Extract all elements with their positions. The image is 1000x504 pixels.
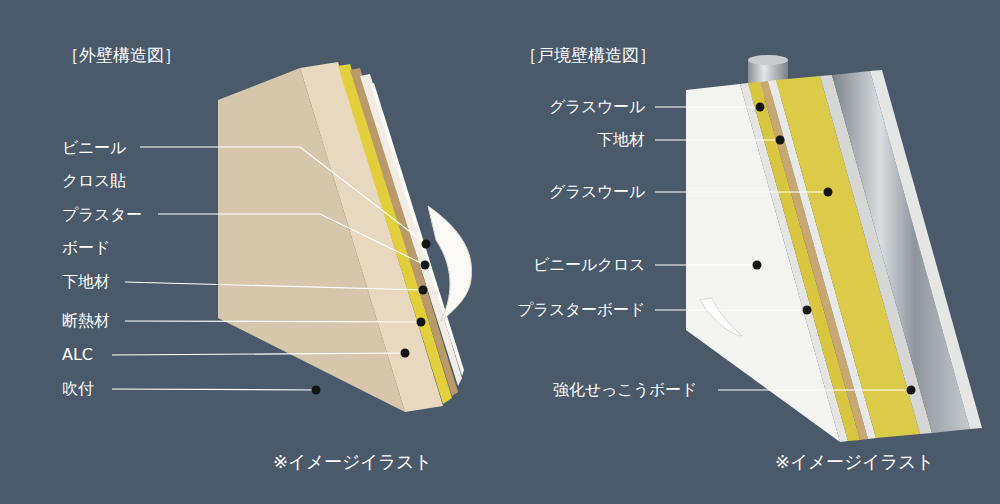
caption-note: ※イメージイラスト: [775, 451, 934, 473]
vinyl-curl: [428, 206, 472, 322]
leader-line: [655, 264, 757, 265]
part-label: ALC: [62, 344, 93, 366]
part-label: 下地材: [597, 129, 645, 151]
leader-dot: [417, 318, 426, 327]
part-label: グラスウール: [549, 96, 645, 118]
leader-dot: [421, 261, 430, 270]
leader-line: [125, 321, 421, 322]
heading: ［外壁構造図］: [62, 44, 181, 66]
cloth-peel: [700, 298, 742, 336]
leader-line: [718, 389, 911, 390]
part-label: ビニール クロス貼: [62, 131, 145, 197]
leader-dot: [756, 103, 765, 112]
leader-dot: [824, 188, 833, 197]
part-label: グラスウール: [549, 181, 645, 203]
part-label: 断熱材: [62, 310, 110, 332]
part-label: 強化せっこうボード: [553, 379, 697, 401]
leader-line: [655, 309, 807, 310]
leader-line: [112, 389, 316, 390]
part-label: プラスター ボード: [62, 198, 145, 264]
leader-dots: [312, 103, 916, 395]
outer-board: [870, 70, 982, 429]
duct-top: [748, 55, 788, 65]
leader-line: [655, 139, 780, 140]
leader-line: [655, 191, 828, 192]
leader-line: [125, 282, 423, 290]
part-label: プラスターボード: [517, 299, 645, 321]
leader-dot: [422, 240, 431, 249]
part-label: ビニールクロス: [533, 254, 645, 276]
party-wall: [686, 55, 982, 442]
heading: ［戸境壁構造図］: [520, 44, 656, 66]
part-label: 吹付: [62, 378, 94, 400]
leader-line: [140, 147, 426, 244]
leader-line: [158, 214, 425, 265]
leader-dot: [401, 349, 410, 358]
part-label: 下地材: [62, 271, 110, 293]
leader-dot: [312, 386, 321, 395]
leader-line: [655, 106, 760, 107]
leader-lines: [112, 107, 911, 390]
caption-note: ※イメージイラスト: [273, 451, 432, 473]
leader-dot: [803, 306, 812, 315]
leader-dot: [907, 386, 916, 395]
leader-line: [112, 353, 405, 355]
steel-stud: [832, 71, 970, 433]
leader-dot: [776, 136, 785, 145]
leader-dot: [419, 286, 428, 295]
exterior-wall: [218, 62, 472, 412]
leader-dot: [753, 261, 762, 270]
